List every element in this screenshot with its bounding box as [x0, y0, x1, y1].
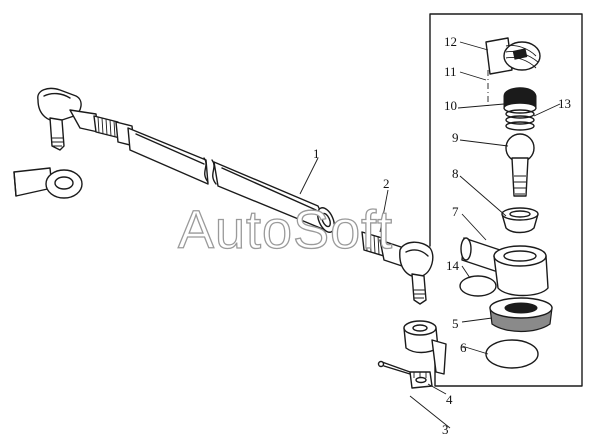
callout-4: 4: [446, 392, 453, 407]
callout-13: 13: [558, 96, 571, 111]
callout-labels: 1 2 3 4 5 6 7 8 9 10 11 12 13 14: [313, 34, 571, 437]
bottom-cap-5: [489, 297, 553, 333]
split-pin: [377, 360, 411, 375]
watermark-text: AutoSoft: [178, 200, 393, 260]
callout-1: 1: [313, 146, 320, 161]
castle-nut: [409, 371, 433, 389]
callout-5: 5: [452, 316, 459, 331]
ball-seat-10: [503, 87, 537, 114]
detail-frame: [429, 13, 583, 387]
plug-12: [485, 37, 541, 75]
callout-8: 8: [452, 166, 459, 181]
o-ring-14: [459, 275, 497, 297]
callout-7: 7: [452, 204, 459, 219]
left-tie-rod-end: [37, 87, 135, 151]
lower-bushing: [403, 320, 447, 375]
housing-7: [460, 237, 549, 297]
callout-3: 3: [442, 422, 449, 437]
callout-6: 6: [460, 340, 467, 355]
callout-12: 12: [444, 34, 457, 49]
spring-13: [505, 109, 535, 131]
callout-10: 10: [444, 98, 457, 113]
left-loose-bushing: [13, 167, 83, 199]
ball-stud-9: [505, 133, 535, 197]
tie-rod-tube: [127, 127, 335, 233]
cup-8: [501, 207, 539, 234]
leader-lines: [299, 41, 561, 429]
callout-9: 9: [452, 130, 459, 145]
callout-2: 2: [383, 176, 390, 191]
callout-14: 14: [446, 258, 460, 273]
right-tie-rod-end: [361, 231, 434, 305]
ring-6: [485, 339, 539, 369]
callout-11: 11: [444, 64, 457, 79]
